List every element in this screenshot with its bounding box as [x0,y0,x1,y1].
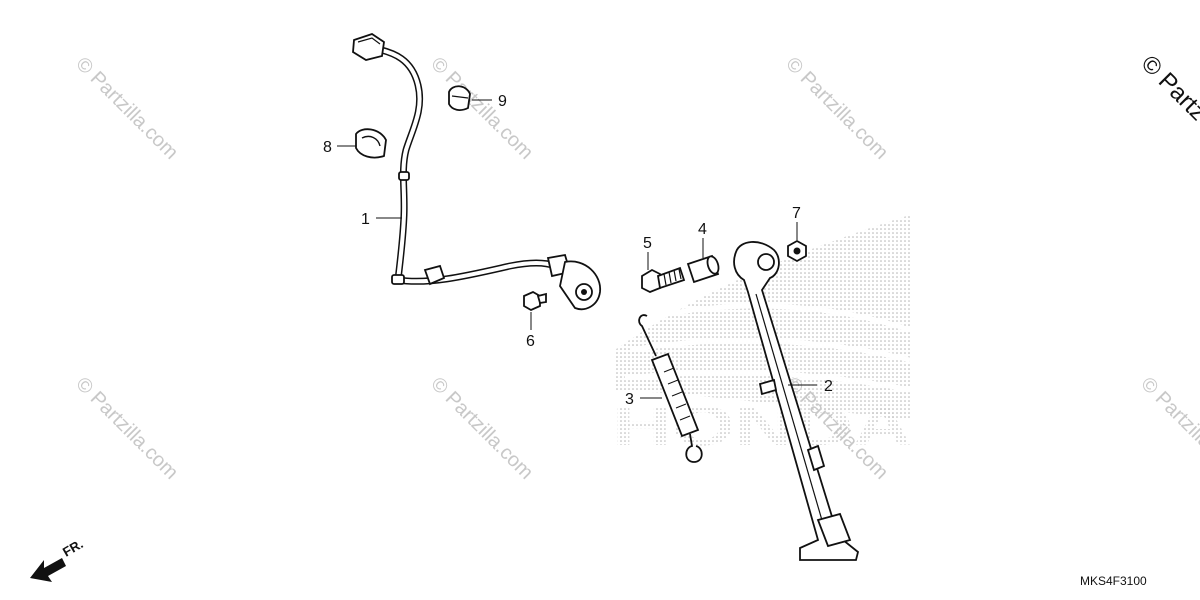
watermark-text: © Partzilla.com [426,373,537,484]
part-9-band-clip [448,85,471,111]
part-8-clamp [355,128,387,159]
part-4-collar [686,254,720,284]
side-stand-switch [546,253,601,311]
front-direction-label: FR. [60,536,86,559]
part-7-nut [787,239,807,263]
watermark-corner-text: © Partz [1136,50,1200,126]
diagram-code: MKS4F3100 [1080,574,1147,588]
callout-9: 9 [498,93,507,110]
watermark-text: © Partzilla.com [71,373,182,484]
callout-7: 7 [792,205,801,222]
part-1-wire-harness [352,33,601,311]
part-5-pivot-bolt [641,266,686,293]
callouts: 1 2 3 4 5 6 7 8 9 [323,93,833,408]
leader-lines [337,99,817,399]
watermark-text: © Partzilla.com [781,53,892,164]
watermark-text: © Partzilla.com [1136,373,1200,484]
callout-5: 5 [643,235,652,252]
watermark-text: © Partzilla.com [426,53,537,164]
callout-3: 3 [625,391,634,408]
front-direction-indicator: FR. [30,536,86,582]
callout-1: 1 [361,211,370,228]
honda-brand-watermark: HONDA [612,394,912,457]
callout-8: 8 [323,139,332,156]
callout-6: 6 [526,333,535,350]
part-2-side-stand [733,241,860,561]
part-3-spring [638,314,703,463]
watermark-text: © Partzilla.com [71,53,182,164]
callout-2: 2 [824,378,833,395]
callout-4: 4 [698,221,707,238]
part-6-bolt [523,290,547,312]
